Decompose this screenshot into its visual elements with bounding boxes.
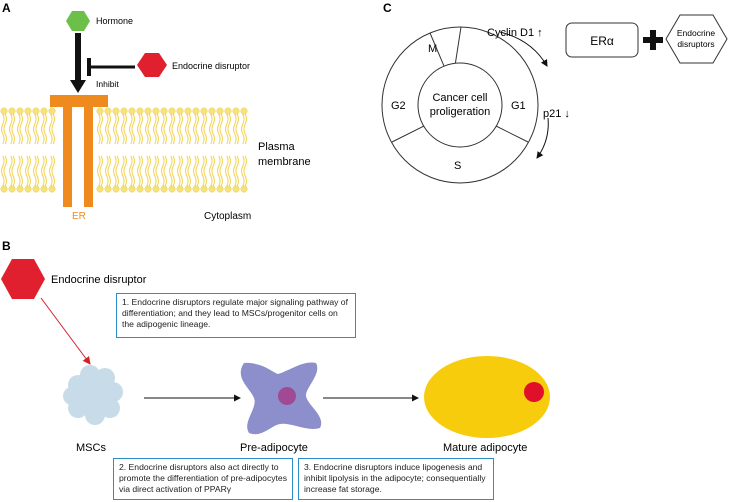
er-alpha-box [565, 22, 639, 58]
hormone-hexagon [66, 11, 90, 31]
disruptors-hex-line1: Endocrine [677, 28, 716, 38]
er-label: ER [72, 211, 86, 222]
preadipocyte-nucleus [278, 387, 296, 405]
panel-a-label: A [2, 1, 11, 15]
cycle-center-line2: proligeration [430, 106, 491, 118]
note-2-text: 2. Endocrine disruptors also act directl… [119, 462, 287, 494]
mature-adipocyte-nucleus [524, 382, 544, 402]
mature-adipocyte-cell [424, 356, 550, 438]
note-1-text: 1. Endocrine disruptors regulate major s… [122, 297, 348, 329]
msc-cell [63, 365, 123, 425]
disruptor-hexagon-a [137, 53, 167, 77]
lipid-bilayer [0, 107, 248, 193]
panel-c-label: C [383, 1, 392, 15]
mature-adipocyte-label: Mature adipocyte [443, 442, 527, 454]
phase-s: S [454, 160, 461, 172]
cyclin-d1-label: Cyclin D1 ↑ [487, 27, 543, 39]
plasma-label-1: Plasma [258, 141, 296, 153]
note-2: 2. Endocrine disruptors also act directl… [113, 458, 293, 500]
note-3: 3. Endocrine disruptors induce lipogenes… [298, 458, 494, 500]
disruptors-hex-line2: disruptors [677, 39, 714, 49]
phase-g1: G1 [511, 100, 526, 112]
hormone-label: Hormone [96, 16, 133, 26]
plus-sign [643, 30, 663, 50]
note-1: 1. Endocrine disruptors regulate major s… [116, 293, 356, 338]
phase-m: M [428, 43, 437, 55]
cyclin-arrow [499, 31, 548, 67]
inhibit-label: Inhibit [96, 79, 119, 89]
note-3-text: 3. Endocrine disruptors induce lipogenes… [304, 462, 486, 494]
cycle-center-line1: Cancer cell [432, 92, 487, 104]
disruptor-to-msc-arrow [40, 297, 91, 365]
cell-cycle-diagram [381, 26, 539, 184]
disruptor-label-a: Endocrine disruptor [172, 61, 250, 71]
disruptors-hexagon-c [665, 14, 728, 64]
p21-label: p21 ↓ [543, 108, 570, 120]
msc-label: MSCs [76, 442, 106, 454]
cytoplasm-label: Cytoplasm [204, 211, 251, 222]
hormone-arrowhead [70, 80, 86, 93]
plasma-label-2: membrane [258, 156, 311, 168]
panel-b-label: B [2, 239, 11, 253]
inhibit-bar [87, 58, 91, 76]
disruptor-hexagon-b [1, 259, 45, 299]
er-alpha-label: ERα [590, 34, 614, 48]
disruptor-label-b: Endocrine disruptor [51, 274, 147, 286]
preadipocyte-label: Pre-adipocyte [240, 442, 308, 454]
p21-arrow [536, 117, 549, 159]
phase-g2: G2 [391, 100, 406, 112]
estrogen-receptor [50, 95, 108, 207]
